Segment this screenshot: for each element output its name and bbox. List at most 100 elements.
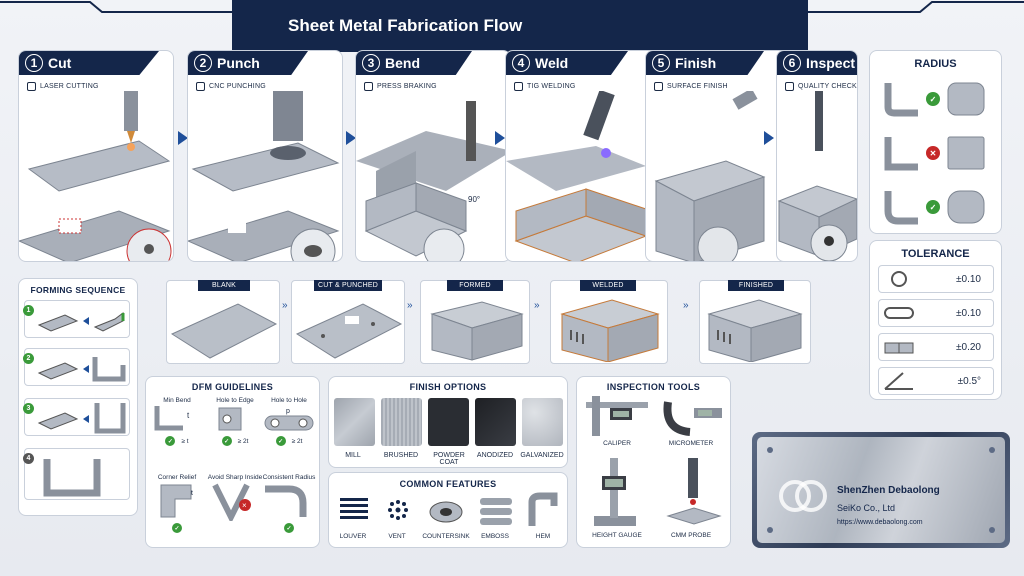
- bend-illustration: 90°: [356, 101, 510, 261]
- step-weld-panel: 4 Weld TIG WELDING: [505, 50, 661, 262]
- forming-sequence-title: FORMING SEQUENCE: [30, 285, 126, 295]
- step-sub: SURFACE FINISH: [654, 82, 728, 91]
- step-name: Cut: [48, 55, 72, 71]
- feature-label: HEM: [535, 533, 551, 540]
- sequence-shape: [37, 357, 126, 382]
- formed-box-illustration: [430, 301, 524, 361]
- screw-icon: [767, 527, 773, 533]
- emboss-icon: [480, 498, 512, 525]
- corner-sample-icon: [947, 136, 985, 170]
- tolerance-row: ±0.10: [878, 265, 994, 293]
- step-sub: CNC PUNCHING: [196, 82, 266, 91]
- laser-cut-illustration: [19, 91, 172, 261]
- step-number: 6: [783, 54, 801, 72]
- consistent-radius-icon: [265, 485, 307, 517]
- chevron-right-icon: »: [407, 300, 413, 311]
- common-features-title: COMMON FEATURES: [399, 479, 497, 489]
- dfm-symbol: t: [187, 411, 190, 420]
- ok-icon: ✓: [284, 523, 294, 533]
- step-finish-panel: 5 Finish SURFACE FINISH: [645, 50, 801, 262]
- company-url[interactable]: https://www.debaolong.com: [837, 519, 923, 526]
- step-name: Weld: [535, 55, 569, 71]
- sequence-step: 2: [23, 348, 130, 386]
- sharp-inside-icon: ×: [212, 483, 251, 524]
- tolerance-title: TOLERANCE: [901, 248, 970, 260]
- hole-diameter-icon: [891, 271, 907, 287]
- finished-box-illustration: [707, 299, 803, 362]
- bend-profile-icon: [884, 83, 918, 117]
- flow-arrow: [764, 131, 774, 145]
- sequence-shape: [43, 459, 101, 497]
- inspection-tools-title: INSPECTION TOOLS: [606, 382, 701, 392]
- step-bend-panel: 3 Bend PRESS BRAKING 90°: [355, 50, 511, 262]
- step-punch-panel: 2 Punch CNC PUNCHING: [187, 50, 343, 262]
- radius-title: RADIUS: [914, 58, 957, 70]
- ok-icon: ✓: [275, 436, 286, 446]
- sequence-number: 3: [23, 403, 34, 414]
- louver-icon: [340, 498, 368, 519]
- anodized-swatch: [475, 398, 516, 446]
- dfm-label: Consistent Radius: [262, 474, 316, 481]
- inspect-illustration: [777, 91, 857, 261]
- step-sub: PRESS BRAKING: [364, 82, 437, 91]
- mill-swatch: [334, 398, 375, 446]
- company-logo-icon: [779, 480, 827, 512]
- radius-row: ✓: [880, 79, 996, 119]
- tolerance-row: ±0.20: [878, 333, 994, 361]
- finish-label: BRUSHED: [383, 452, 419, 459]
- finish-label: POWDER COAT: [433, 452, 465, 466]
- dfm-label: Avoid Sharp Inside: [207, 474, 263, 481]
- check-icon: [785, 82, 794, 91]
- step-name: Inspect: [806, 55, 856, 71]
- dfm-symbol: t: [191, 490, 193, 497]
- laser-icon: [27, 82, 36, 91]
- ok-icon: ✓: [926, 200, 940, 214]
- brushed-swatch: [381, 398, 422, 446]
- tool-label: MICROMETER: [668, 440, 714, 447]
- stage-tag: BLANK: [198, 280, 250, 291]
- finish-options-title: FINISH OPTIONS: [409, 382, 487, 392]
- welded-box-illustration: [560, 299, 660, 362]
- screw-icon: [989, 447, 995, 453]
- spray-icon: [654, 82, 663, 91]
- dfm-avoid-sharp-inside: Avoid Sharp Inside ×: [204, 474, 266, 538]
- finish-label: MILL: [345, 452, 361, 459]
- sequence-step: 1: [23, 300, 130, 338]
- stage-tag: WELDED: [580, 280, 636, 291]
- company-plate-inner: ShenZhen Debaolong SeiKo Co., Ltd https:…: [757, 437, 1005, 543]
- bend-angle-icon: [884, 372, 913, 390]
- finish-illustration: [654, 91, 766, 261]
- step-bend-header: 3 Bend: [356, 51, 472, 75]
- flange-height-icon: [884, 342, 914, 354]
- screw-icon: [989, 527, 995, 533]
- svg-text:×: ×: [242, 501, 247, 510]
- sequence-number: 1: [23, 305, 34, 316]
- cmm-probe-icon: [666, 458, 722, 525]
- hole-to-edge-icon: [218, 407, 242, 431]
- step-finish-header: 5 Finish: [646, 51, 764, 75]
- ok-icon: ✓: [221, 436, 232, 446]
- step-weld-header: 4 Weld: [506, 51, 628, 75]
- step-cut-header: 1 Cut: [19, 51, 159, 75]
- step-sub: LASER CUTTING: [27, 82, 99, 91]
- galvanized-swatch: [522, 398, 563, 446]
- dfm-hole-to-hole: Hole to Hole p ✓≥ 2t: [258, 397, 320, 461]
- countersink-icon: [429, 501, 463, 523]
- stage-tag: CUT & PUNCHED: [314, 280, 382, 291]
- radius-panel: RADIUS ✓ ✕ ✓: [869, 50, 1002, 234]
- sequence-step: 4: [23, 448, 130, 500]
- powder-coat-swatch: [428, 398, 469, 446]
- dfm-value: ≥ 2t: [291, 437, 303, 445]
- bend-profile-icon: [884, 191, 918, 225]
- ok-icon: ✓: [926, 92, 940, 106]
- step-name: Punch: [217, 55, 260, 71]
- dfm-consistent-radius: Consistent Radius ✓: [258, 474, 320, 538]
- dfm-label: Hole to Hole: [271, 397, 307, 404]
- tool-label: HEIGHT GAUGE: [592, 532, 642, 539]
- step-name: Finish: [675, 55, 717, 71]
- corner-sample-icon: [947, 82, 985, 116]
- tolerance-row: ±0.10: [878, 299, 994, 327]
- radius-row: ✕: [880, 133, 996, 173]
- press-icon: [364, 82, 373, 91]
- dfm-label: Min Bend: [163, 397, 191, 404]
